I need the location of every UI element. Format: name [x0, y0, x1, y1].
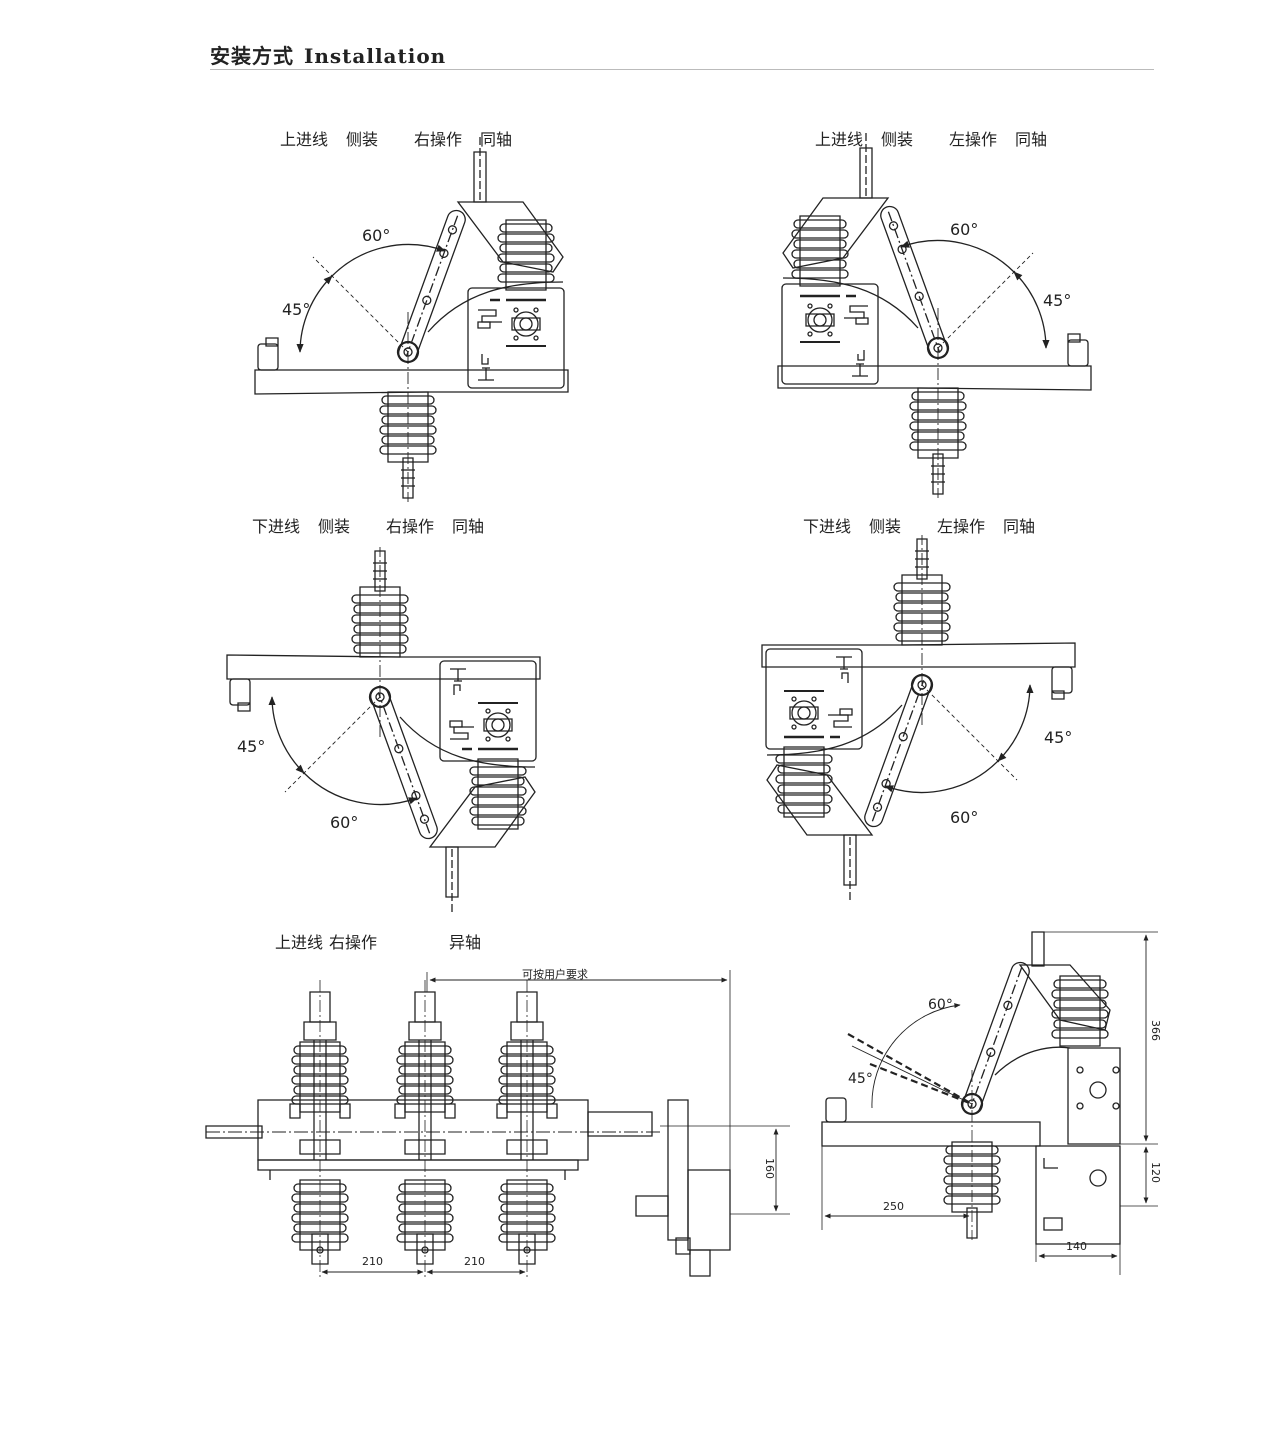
- angle-label-60: 60°: [362, 226, 391, 245]
- caption-shaft: 异轴: [449, 933, 482, 952]
- caption-middle-left: 下进线侧装 右操作同轴: [252, 513, 502, 537]
- angle-label-45: 45°: [1043, 291, 1072, 310]
- caption-shaft: 同轴: [480, 130, 513, 149]
- diagram-side-view: [822, 932, 1158, 1275]
- heading-divider: [210, 69, 1154, 70]
- caption-operation: 左操作: [937, 517, 986, 536]
- angle-label-45: 45°: [237, 737, 266, 756]
- caption-operation: 右操作: [386, 517, 435, 536]
- caption-feed: 上进线: [280, 130, 329, 149]
- angle-label-45: 45°: [848, 1071, 873, 1087]
- dim-pitch-1: 210: [362, 1255, 383, 1268]
- angle-label-60: 60°: [330, 813, 359, 832]
- caption-top-left: 上进线侧装 右操作同轴: [280, 126, 530, 150]
- caption-shaft: 同轴: [1003, 517, 1036, 536]
- heading-chinese: 安装方式: [210, 44, 294, 68]
- caption-top-right: 上进线侧装 左操作同轴: [815, 126, 1065, 150]
- caption-bottom: 上进线右操作 异轴: [275, 929, 499, 953]
- diagram-middle-left: [227, 547, 540, 912]
- caption-mount: 侧装: [318, 517, 351, 536]
- angle-label-60: 60°: [928, 997, 953, 1013]
- caption-operation: 左操作: [949, 130, 998, 149]
- diagram-three-pole-front: [206, 970, 790, 1280]
- caption-mount: 侧装: [881, 130, 914, 149]
- heading-english: Installation: [304, 44, 447, 68]
- caption-feed: 下进线: [803, 517, 852, 536]
- angle-label-60: 60°: [950, 220, 979, 239]
- dim-140: 140: [1066, 1240, 1087, 1253]
- caption-feed: 上进线: [275, 933, 324, 952]
- diagram-top-left: [255, 137, 568, 502]
- caption-mount: 侧装: [869, 517, 902, 536]
- caption-shaft: 同轴: [452, 517, 485, 536]
- section-heading: 安装方式 Installation: [210, 40, 446, 69]
- diagram-middle-right: [762, 535, 1075, 900]
- dim-pitch-2: 210: [464, 1255, 485, 1268]
- caption-operation: 右操作: [414, 130, 463, 149]
- caption-feed: 上进线: [815, 130, 864, 149]
- caption-operation: 右操作: [329, 933, 378, 952]
- angle-label-60: 60°: [950, 808, 979, 827]
- caption-feed: 下进线: [252, 517, 301, 536]
- dim-250: 250: [883, 1200, 904, 1213]
- caption-middle-right: 下进线侧装 左操作同轴: [803, 513, 1053, 537]
- caption-mount: 侧装: [346, 130, 379, 149]
- angle-label-45: 45°: [1044, 728, 1073, 747]
- diagram-top-right: [778, 133, 1091, 498]
- caption-shaft: 同轴: [1015, 130, 1048, 149]
